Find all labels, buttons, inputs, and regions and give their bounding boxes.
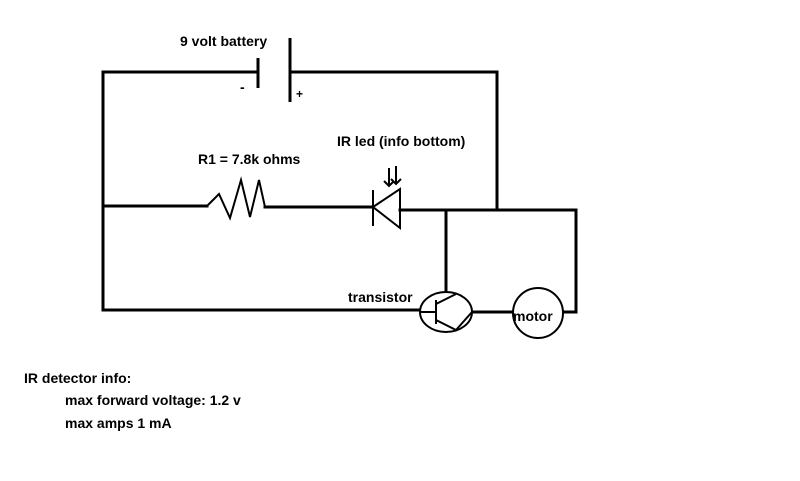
info-heading: IR detector info:	[24, 370, 131, 386]
resistor-label: R1 = 7.8k ohms	[198, 151, 301, 167]
battery-symbol	[256, 38, 292, 102]
info-line-forward-voltage: max forward voltage: 1.2 v	[65, 392, 241, 408]
ir-detector-info: IR detector info: max forward voltage: 1…	[24, 370, 241, 431]
top-right-wire	[288, 70, 499, 212]
battery-minus-label: -	[240, 79, 245, 95]
wires	[101, 70, 578, 314]
led-right-wire	[398, 208, 578, 314]
transistor-symbol	[419, 291, 473, 333]
motor-circle	[512, 287, 564, 339]
motor-label: motor	[513, 308, 553, 324]
battery-label: 9 volt battery	[180, 33, 267, 49]
info-line-max-amps: max amps 1 mA	[65, 415, 172, 431]
led-light-arrows-icon	[383, 166, 402, 188]
led-triangle	[371, 187, 401, 231]
battery-plus-label: +	[296, 87, 303, 101]
led-label: IR led (info bottom)	[337, 133, 465, 149]
resistor-symbol	[206, 176, 266, 221]
transistor-label: transistor	[348, 289, 413, 305]
led-symbol	[371, 166, 402, 231]
